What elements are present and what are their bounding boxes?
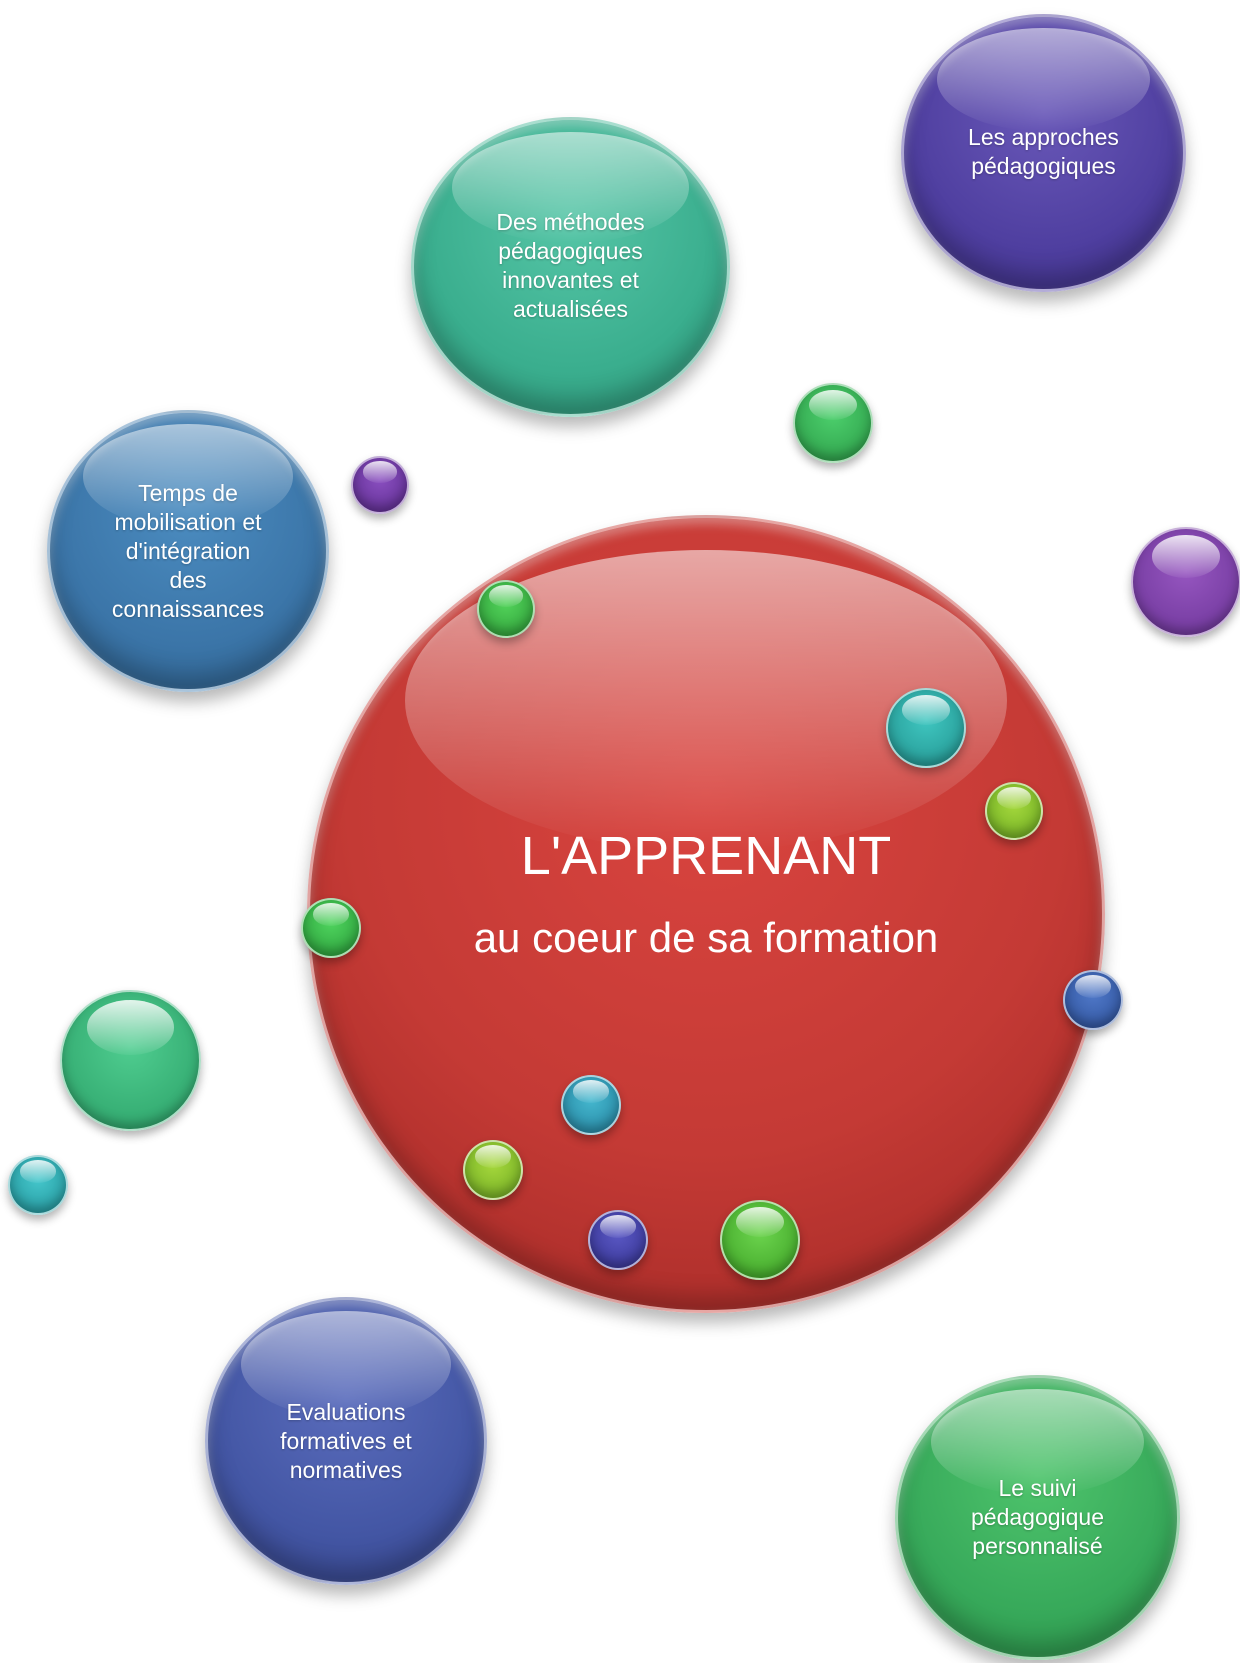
bubble-temps-label: Temps de mobilisation et d'intégration d… — [111, 479, 265, 622]
center-subtitle: au coeur de sa formation — [473, 914, 939, 961]
bubble-methodes: Des méthodes pédagogiques innovantes et … — [411, 117, 730, 417]
center-title: L'APPRENANT — [520, 826, 892, 886]
bubble-evaluations: Evaluations formatives et normatives — [205, 1297, 487, 1585]
decorative-dot — [793, 383, 873, 463]
decorative-dot — [463, 1140, 523, 1200]
decorative-dot — [301, 898, 361, 958]
decorative-dot — [477, 580, 535, 638]
decorative-dot — [720, 1200, 800, 1280]
decorative-dot — [1131, 527, 1240, 637]
decorative-dot — [985, 782, 1043, 840]
bubble-approches-label: Les approches pédagogiques — [968, 124, 1119, 179]
bubble-evaluations-label: Evaluations formatives et normatives — [280, 1399, 412, 1483]
bubble-suivi-label: Le suivi pédagogique personnalisé — [970, 1475, 1105, 1559]
decorative-dot — [588, 1210, 648, 1270]
bubble-methodes-label: Des méthodes pédagogiques innovantes et … — [496, 209, 645, 322]
bubble-suivi: Le suivi pédagogique personnalisé — [895, 1375, 1180, 1660]
bubble-approches: Les approches pédagogiques — [901, 14, 1186, 292]
decorative-dot — [8, 1155, 68, 1215]
decorative-dot — [60, 990, 201, 1131]
decorative-dot — [351, 456, 409, 514]
bubble-temps: Temps de mobilisation et d'intégration d… — [47, 410, 329, 692]
decorative-dot — [561, 1075, 621, 1135]
bubble-gloss — [937, 27, 1150, 132]
decorative-dot — [1063, 970, 1123, 1030]
center-bubble: L'APPRENANT au coeur de sa formation — [307, 515, 1105, 1313]
center-text: L'APPRENANT au coeur de sa formation — [474, 824, 939, 964]
decorative-dot — [886, 688, 966, 768]
